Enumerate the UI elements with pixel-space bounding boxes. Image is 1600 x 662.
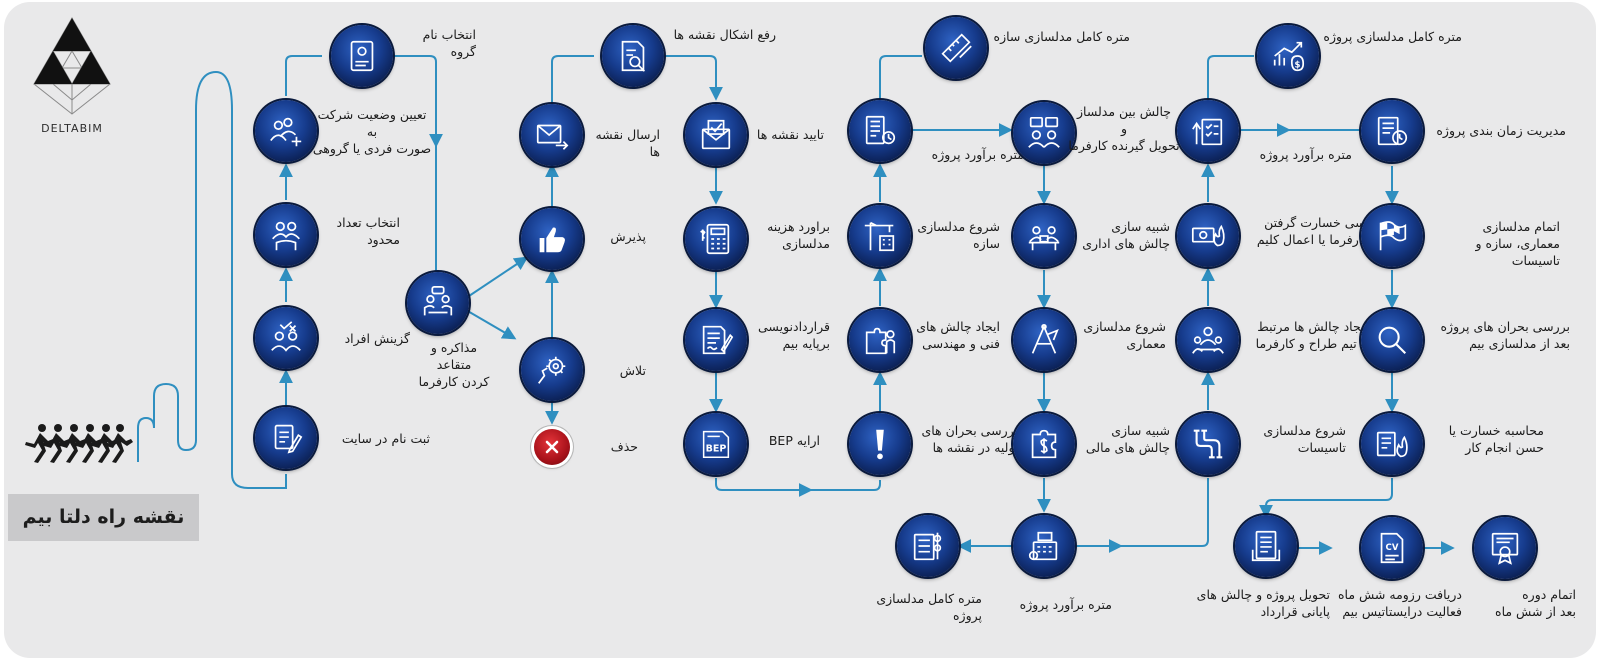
admin-sim-label: شبیه سازی چالش های اداری xyxy=(1082,219,1170,251)
bep-present-label: ارایه BEP xyxy=(768,433,820,448)
effort-label: تلاش xyxy=(619,363,646,378)
people-selection-icon[interactable] xyxy=(255,307,317,369)
reject-label: حذف xyxy=(610,439,638,454)
contract-pen-icon[interactable] xyxy=(685,309,747,371)
title-box xyxy=(8,494,199,541)
project-full-1-label: متره کامل مدلسازی پروژه xyxy=(876,591,982,623)
delivery-label: تحویل پروژه و چالش های پایانی قرارداد xyxy=(1196,587,1330,619)
effort-gear-icon[interactable] xyxy=(521,339,583,401)
cv-document-icon[interactable]: CV xyxy=(1361,517,1423,579)
id-card-icon[interactable] xyxy=(331,25,393,87)
calculator-icon[interactable] xyxy=(685,208,747,270)
approve-plans-label: تایید نقشه ها xyxy=(756,127,824,142)
structure-full-label: متره کامل مدلسازی سازه xyxy=(993,29,1130,44)
drafting-tools-icon[interactable] xyxy=(1013,309,1075,371)
project-estimate-2-label: متره برآورد پروژه xyxy=(1019,597,1112,612)
bim-contract-label: قراردادنویسی برپایه بیم xyxy=(758,319,830,351)
company-status-label: تعیین وضعیت شرکت به صورت فردی یا گروهی xyxy=(312,107,432,156)
certificate-icon[interactable] xyxy=(1474,517,1536,579)
damage-calc-label: محاسبه خسارت یا حسن انجام کار xyxy=(1448,423,1544,455)
crane-building-icon[interactable] xyxy=(849,205,911,267)
limited-count-label: انتخاب تعداد محدود xyxy=(336,215,400,247)
close-icon[interactable] xyxy=(534,429,570,465)
money-puzzle-icon[interactable] xyxy=(1013,413,1075,475)
register-label: ثبت نام در سایت xyxy=(341,431,430,446)
abacus-sheet-icon[interactable] xyxy=(897,515,959,577)
brand-name: DELTABIM xyxy=(41,122,103,135)
cost-estimate-label: براورد هزینه مدلسازی xyxy=(767,219,830,251)
thumbs-up-icon[interactable] xyxy=(521,208,583,270)
growth-money-icon[interactable]: $ xyxy=(1257,25,1319,87)
document-search-icon[interactable] xyxy=(602,25,664,87)
envelope-send-icon[interactable] xyxy=(521,104,583,166)
modeler-client-label: چالش بین مدلساز و تحویل گیرنده کارفرما xyxy=(1068,104,1180,153)
exclamation-icon[interactable] xyxy=(849,413,911,475)
start-arch-label: شروع مدلسازی معماری xyxy=(1083,319,1166,351)
checklist-icon[interactable] xyxy=(1177,100,1239,162)
start-structure-label: شروع مدلسازی سازه xyxy=(917,219,1000,251)
cash-register-icon[interactable] xyxy=(1013,515,1075,577)
runners-icon xyxy=(25,424,133,463)
svg-text:CV: CV xyxy=(1386,543,1399,553)
project-estimate-3-label: متره برآورد پروژه xyxy=(1259,147,1352,162)
project-full-2-label: متره کامل مدلسازی پروژه xyxy=(1323,29,1462,44)
meeting-icon[interactable] xyxy=(407,272,469,334)
cash-fire-icon[interactable] xyxy=(1177,205,1239,267)
schedule-clock-icon[interactable] xyxy=(1361,100,1423,162)
course-end-label: اتمام دوره بعد از شش ماه xyxy=(1495,587,1576,619)
approved-mail-icon[interactable] xyxy=(685,104,747,166)
registration-form-icon[interactable] xyxy=(255,407,317,469)
svg-text:BEP: BEP xyxy=(706,444,727,455)
finish-modeling-label: اتمام مدلسازی معماری، سازه و تاسیسات xyxy=(1475,219,1560,268)
hand-people-icon[interactable] xyxy=(255,204,317,266)
conversation-icon[interactable] xyxy=(1013,102,1075,164)
pipes-icon[interactable] xyxy=(1177,413,1239,475)
estimate-sheet-icon[interactable] xyxy=(849,100,911,162)
finance-sim-label: شبیه سازی چالش های مالی xyxy=(1085,423,1170,455)
add-group-icon[interactable] xyxy=(255,100,317,162)
svg-text:$: $ xyxy=(1295,60,1301,70)
finish-flag-icon[interactable] xyxy=(1361,205,1423,267)
money-fire-icon[interactable] xyxy=(1361,413,1423,475)
send-plans-label: ارسال نقشه ها xyxy=(595,127,660,159)
winding-start-path xyxy=(137,70,287,489)
project-estimate-1-label: متره برآورد پروژه xyxy=(931,147,1024,162)
ruler-pencil-icon[interactable] xyxy=(925,17,987,79)
team-meeting-icon[interactable] xyxy=(1177,309,1239,371)
roadmap-title: نقشه راه دلتا بیم xyxy=(22,506,185,528)
negotiate-label: مذاکره و متقاعد کردن کارفرما xyxy=(418,340,490,389)
tech-challenges-label: ایجاد چالش های فنی و مهندسی xyxy=(916,319,1000,351)
early-crisis-label: بررسی بحران های اولیه در نقشه ها xyxy=(921,423,1018,455)
damage-client-label: بررسی خسارت گرفتن از کارفرما یا اعمال کل… xyxy=(1256,215,1382,247)
puzzle-person-icon[interactable] xyxy=(849,309,911,371)
office-desk-icon[interactable] xyxy=(1013,205,1075,267)
resume-label: دریافت رزومه شش ماه فعالیت درایستاتیس بی… xyxy=(1337,587,1462,619)
magnifier-icon[interactable] xyxy=(1361,309,1423,371)
delivery-document-icon[interactable] xyxy=(1235,515,1297,577)
start-mep-label: شروع مدلسازی تاسیسات xyxy=(1263,423,1346,455)
post-crisis-label: بررسی بحران های پروژه بعد از مدلسازی بیم xyxy=(1440,319,1570,351)
deltabim-logo-icon xyxy=(33,16,111,115)
designer-challenges-label: ایجاد چالش ها مرتبط با تیم طراح و کارفرم… xyxy=(1255,319,1368,351)
accept-label: پذیرش xyxy=(610,229,646,244)
select-people-label: گزینش افراد xyxy=(344,331,410,346)
fix-plans-label: رفع اشکال نقشه ها xyxy=(673,27,776,42)
bep-document-icon[interactable]: BEP xyxy=(685,413,747,475)
group-name-label: انتخاب نام گروه xyxy=(422,27,476,59)
schedule-label: مدیریت زمان بندی پروژه xyxy=(1436,123,1566,138)
